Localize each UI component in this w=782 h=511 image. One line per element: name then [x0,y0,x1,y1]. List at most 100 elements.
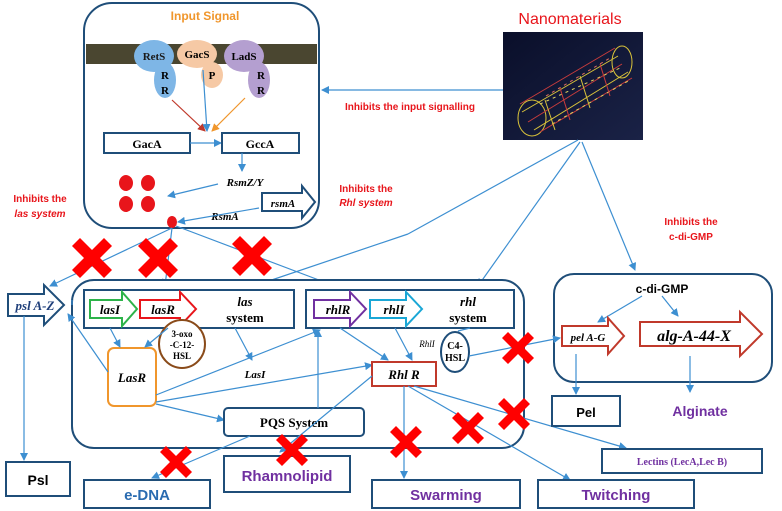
lasR-gene-label: lasR [151,302,175,317]
input-to-psl-arrow [49,227,173,287]
rhlR-gene-label: rhlR [326,302,351,317]
rhlR-protein-label: Rhl R [387,367,420,382]
rhamnolipid-output-label: Rhamnolipid [242,468,333,485]
rets-label: RetS [143,51,166,63]
inhibit-cdigmp-label-1: Inhibits the [664,217,718,228]
lectins-output-label: Lectins (LecA,Lec B) [637,457,727,468]
inhibit-mark-swarming [390,426,422,458]
inhibit-las-label-2: las system [14,209,65,220]
inhibit-mark-twitching [452,412,484,444]
inhibit-mark-edna [160,446,192,478]
rsma-gene-arrow [261,183,317,221]
lads-label: LadS [231,51,256,63]
hsl-3oxo-label-3: HSL [173,351,191,361]
rhlI-gene-arrow [369,289,424,329]
lasI-protein-label: LasI [244,369,267,381]
cdigmp-to-pel-arrow [597,295,643,323]
hsl-3oxo-label-1: 3-oxo [172,329,193,339]
rhlR-gene-arrow [313,289,368,329]
lasI-label: lasI [100,302,121,317]
rsma-arrow-label: rsmA [271,198,295,210]
lads-r2-label: R [257,85,266,97]
rhl-system-label-1: rhl [460,294,476,309]
inhibit-rhl-label-1: Inhibits the [339,184,393,195]
nanotube-image [503,32,643,140]
gcca-label: GccA [246,137,275,151]
rsma-label: RsmA [210,211,239,223]
c4-hsl-label-2: HSL [445,353,465,364]
psl-gene-arrow [7,282,66,328]
pqs-system-label: PQS System [260,415,328,430]
alg-gene-arrow [639,309,764,359]
swarming-output-label: Swarming [410,487,482,504]
rsma-to-dot-arrow [177,207,260,225]
las-to-lasI-arrow [234,327,253,361]
rhamnolipid-output-box [223,455,351,493]
twitching-output-label: Twitching [582,487,651,504]
rhlI-gene-label: rhlI [384,302,406,317]
lads-r1-label: R [257,70,266,82]
psl-gene-label: psl A-Z [15,298,55,313]
pqs-system-box [223,407,365,437]
pel-output-label: Pel [576,405,596,420]
rhlI-protein-label: RhlI [418,339,435,349]
twitching-output-box [537,479,695,509]
cdigmp-title: c-di-GMP [636,282,689,296]
inhibit-mark-rhl [232,236,272,276]
rets-receptor: RetS R R [134,40,176,98]
lasR-to-rhlR-arrow [155,362,373,403]
input-to-las-arrow [161,227,173,287]
lasR-to-pqs-arrow [155,403,225,423]
pel-output-box [551,395,621,427]
nano-to-rhl-line [407,139,579,235]
gacs-p-label: P [209,70,216,82]
psl-output-box [5,461,71,497]
lasR-to-psl-arrow [67,313,109,373]
lasI-gene-arrow [89,289,139,329]
gacs-label: GacS [184,49,209,61]
lasR-protein-box [107,347,157,407]
gaca-label: GacA [132,137,162,151]
edna-output-box [83,479,211,509]
rsma-dot [167,216,177,228]
hsl-3oxo-molecule [158,319,206,369]
rhlR-protein-box [371,361,437,387]
inhibit-mark-psl [72,238,112,278]
c4-hsl-molecule [440,331,470,373]
alginate-output-label: Alginate [672,403,727,419]
cdigmp-to-alg-arrow [661,295,679,317]
c4-hsl-label-1: C4- [447,341,463,352]
inhibit-rhl-label-2: Rhl system [339,198,392,209]
nanomaterials-title: Nanomaterials [518,11,621,28]
lads-receptor: LadS R R [224,40,270,98]
input-signal-title: Input Signal [171,9,240,23]
rhl-to-c4-line [457,327,471,332]
rets-r2-label: R [161,85,170,97]
lasR-gene-to-protein-arrow [144,327,169,348]
lectins-output-box [601,448,763,474]
lasI-to-lasR-arrow [109,327,121,348]
psl-output-label: Psl [27,472,48,488]
rsmzy-to-dots-arrow [167,183,219,199]
gacs-arrow [202,69,211,132]
gcca-box [221,132,300,154]
red-dots [119,175,155,212]
rhl-system-label-2: system [449,310,487,325]
inhibit-mark-rhamnolipid [276,434,308,466]
lasR-to-rhl-arrow [155,328,321,396]
pel-gene-label: pel A-G [570,332,606,344]
hsl-3oxo-label-2: -C-12- [170,340,195,350]
inhibit-input-label: Inhibits the input signalling [345,102,475,113]
gacs-receptor: GacS P [177,40,223,88]
alg-gene-label: alg-A-44-X [657,328,731,345]
lasR-protein-label: LasR [117,370,147,385]
rets-r1-label: R [161,70,170,82]
nano-to-cdigmp-arrow [581,141,637,271]
inhibit-mark-pel [502,332,534,364]
lads-arrow [211,97,246,132]
rets-arrow [171,99,206,132]
inhibition-marks [72,236,534,478]
lasR-gene-arrow [139,289,198,329]
rhlR-to-twitching-arrow [407,385,571,481]
